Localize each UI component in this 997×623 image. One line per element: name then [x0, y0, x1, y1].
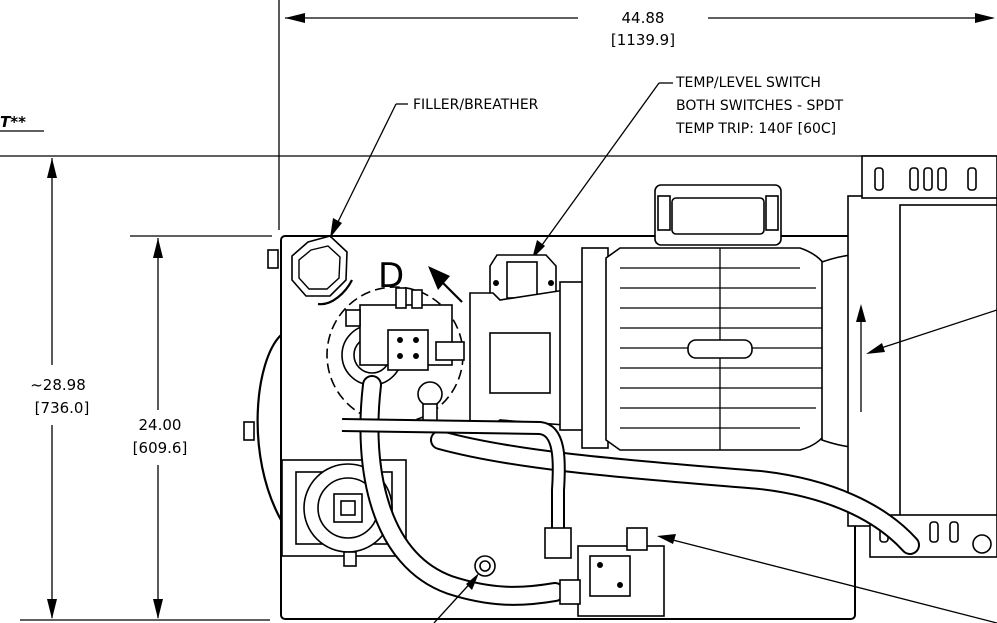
- tank-depth-metric: [609.6]: [133, 439, 188, 457]
- electric-motor: [581, 184, 843, 451]
- manifold-block: [544, 527, 665, 617]
- manifold-callout-leader: [657, 534, 997, 623]
- airflow-arrow-icon: [856, 304, 866, 412]
- temp-level-switch-line1: TEMP/LEVEL SWITCH: [675, 75, 821, 91]
- filler-breather-label: FILLER/BREATHER: [413, 97, 539, 113]
- overall-depth-metric: [736.0]: [35, 399, 90, 417]
- temp-level-switch-line3: TEMP TRIP: 140F [60C]: [675, 121, 836, 137]
- filler-breather-callout: FILLER/BREATHER: [330, 97, 539, 238]
- tank-depth-value: 24.00: [139, 416, 182, 434]
- overall-depth-value: ~28.98: [30, 376, 86, 394]
- filler-breather-icon: [291, 235, 353, 306]
- hydraulic-hoses: [341, 375, 920, 606]
- coupling-housing: [469, 281, 589, 431]
- overall-width-value: 44.88: [622, 9, 665, 27]
- view-arrow-icon: [428, 266, 463, 303]
- overall-width-metric: [1139.9]: [611, 31, 675, 49]
- drain-plug-icon: [433, 555, 496, 623]
- overall-width-dimension: 44.88 [1139.9]: [278, 0, 995, 230]
- temp-level-switch-line2: BOTH SWITCHES - SPDT: [676, 98, 844, 114]
- header-fragment: T**: [0, 113, 26, 131]
- tank-depth-dimension: 24.00 [609.6]: [130, 235, 272, 619]
- overall-depth-dimension: ~28.98 [736.0]: [0, 155, 997, 621]
- cooler-callout-leader: [866, 309, 997, 354]
